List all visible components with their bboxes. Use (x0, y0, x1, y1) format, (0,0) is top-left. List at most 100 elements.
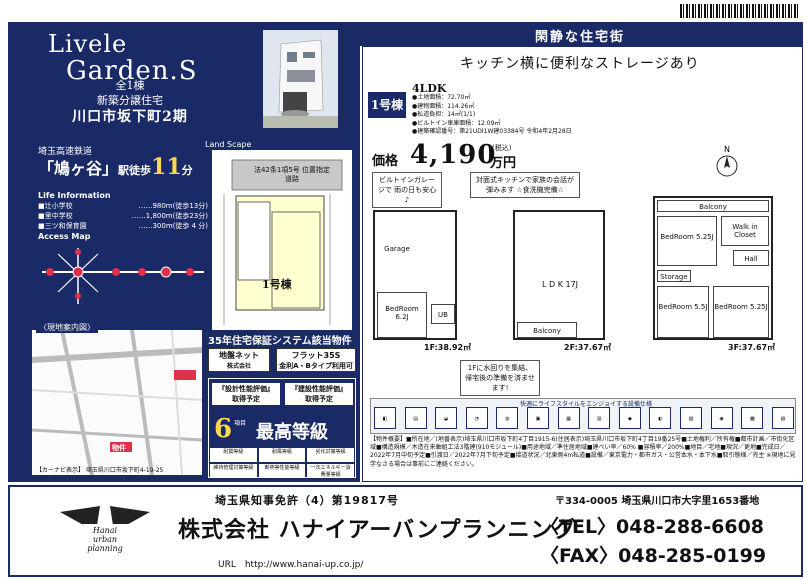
room-ldk: L D K 17J (541, 280, 579, 289)
life-info-list: ■辻小学校……980m(徒歩13分) ■里中学校……1,800m(徒歩23分) … (38, 201, 208, 231)
property-type: 新築分譲住宅 (97, 94, 163, 107)
floor-2-area: 2F:37.67㎡ (564, 343, 612, 352)
company-fax: 〈FAX〉048-285-0199 (540, 545, 767, 567)
brand-info: 全1棟 新築分譲住宅 川口市坂下町2期 (60, 78, 200, 125)
list-item: ●建築確認番号：第21UDI1W建03384号 令和4年2月28日 (412, 128, 572, 135)
layout-type: 4LDK (412, 82, 447, 95)
company-address: 〒334-0005 埼玉県川口市大字里1653番地 (555, 496, 760, 507)
room-balcony-2f: Balcony (517, 322, 577, 338)
station-walk: 「鳩ヶ谷」駅徒歩11分 (38, 154, 193, 180)
access-map (38, 244, 208, 308)
washbasin-icon: ◍ (496, 407, 519, 429)
performance-items: 耐震等級 耐風等級 劣化対策等級 維持管理対策等級 断熱等性能等級 一次エネルギ… (210, 448, 354, 478)
access-map-title: Access Map (38, 232, 91, 241)
railway-name: 埼玉高速鉄道 (38, 147, 93, 157)
property-details: 【物件概要】■所在地／(地番表示)埼玉県川口市坂下町4丁目1915-6(住居表示… (370, 436, 796, 468)
room-bedroom-1f: BedRoom 6.2J (377, 292, 427, 338)
tagline: 閑静な住宅街 (534, 30, 625, 45)
floor-1-plan: Garage BedRoom 6.2J UB (373, 210, 457, 340)
company-url[interactable]: URL http://www.hanai-up.co.jp/ (218, 560, 364, 570)
equipment-title: 快適にライフスタイルをエンジョイする設備仕様 (520, 401, 653, 408)
list-item: 一次エネルギー消費量等級 (307, 464, 354, 478)
lot-badge: 1号棟 (368, 92, 406, 118)
map-caption: 【カーナビ表示】 埼玉県川口市坂下町4-19-25 (36, 467, 164, 474)
kitchen-icon: ◧ (374, 407, 396, 429)
insulation-icon: ▨ (771, 407, 794, 429)
walk-prefix: 駅徒歩 (118, 164, 152, 177)
list-item: ■辻小学校……980m(徒歩13分) (38, 202, 208, 210)
room-garage: Garage (384, 245, 410, 253)
barcode (680, 4, 798, 18)
bath-icon: ◒ (435, 407, 458, 429)
catch-copy: キッチン横に便利なストレージあり (460, 56, 700, 72)
site-plan (212, 150, 352, 330)
list-item: 断熱等性能等級 (258, 464, 306, 478)
toilet-icon: ◔ (465, 407, 488, 429)
room-hall: Hall (733, 250, 769, 266)
list-item: ●土地面積：72.70㎡ (412, 94, 471, 101)
floor-2-plan: L D K 17J Balcony (513, 210, 605, 340)
floor-heating-icon: ▥ (588, 407, 611, 429)
dishwasher-icon: ▤ (404, 407, 427, 429)
brand-logo: Livele Garden.S (48, 30, 197, 90)
map-label: 〈現地案内図〉 (36, 322, 98, 333)
list-item: 耐風等級 (258, 448, 306, 462)
footer (8, 485, 803, 577)
walk-unit: 分 (181, 164, 193, 177)
gaiban-net-badge: 地盤ネット 株式会社 (208, 348, 270, 372)
six-items-label: 項目 (234, 420, 247, 427)
price-value: 4,190 (410, 140, 497, 170)
road-note: 法42条1項5号 位置指定道路 (253, 166, 331, 183)
list-item: 劣化対策等級 (307, 448, 354, 462)
warranty-title: 35年住宅保証システム該当物件 (208, 336, 352, 347)
shower-icon: ◐ (649, 407, 672, 429)
company-name: 株式会社 ハナイアーバンプランニング (178, 517, 577, 543)
intercom-icon: ▣ (527, 407, 550, 429)
price-label: 価格 (372, 154, 399, 169)
property-address: 川口市坂下町2期 (72, 109, 188, 125)
list-item: ●私道負担：14㎡(1/1) (412, 111, 476, 118)
build-performance-badge: 『建設性能評価』取得予定 (285, 383, 353, 405)
company-logo-text: Hanai urban planning (87, 526, 123, 553)
price-tax-note: (税込) (492, 144, 512, 152)
site-lot-label: 1号棟 (262, 278, 292, 291)
list-item: 耐震等級 (210, 448, 257, 462)
station-name: 「鳩ヶ谷」 (38, 159, 119, 178)
walk-minutes: 11 (151, 154, 182, 180)
map-marker: 物件 (112, 444, 126, 452)
logo-line2: Garden.S (66, 56, 198, 86)
units-count: 全1棟 (115, 79, 145, 92)
price-unit: 万円 (490, 156, 517, 171)
room-bedroom-3f-a: BedRoom 5.25J (657, 216, 717, 266)
life-info-title: Life Information (38, 191, 111, 200)
list-item: ■里中学校……1,800m(徒歩23分) (38, 212, 208, 220)
flat35-badge: フラット35S 金利A・Bタイプ利用可 (276, 348, 356, 372)
landscape-label: Land Scape (205, 140, 252, 149)
floor-1-area: 1F:38.92㎡ (424, 343, 472, 352)
spec-list: ●土地面積：72.70㎡ ●建物面積：114.26㎡ ●私道負担：14㎡(1/1… (412, 94, 572, 137)
garage-callout: ビルトインガレージで 雨の日も安心♪ (372, 172, 442, 208)
storage-icon: ▧ (680, 407, 703, 429)
window-icon: ▦ (557, 407, 580, 429)
north-compass-icon: N (712, 144, 742, 180)
room-wic: Walk in Closet (721, 216, 769, 246)
lock-icon: ◆ (618, 407, 641, 429)
kitchen-callout: 対面式キッチンで家族の会話が弾みます ☆食洗機完備☆ (470, 172, 580, 198)
svg-text:N: N (724, 145, 730, 154)
top-grade: 最高等級 (256, 422, 328, 443)
list-item: ●建物面積：114.26㎡ (412, 102, 475, 110)
list-item: 維持管理対策等級 (210, 464, 257, 478)
license-number: 埼玉県知事免許（4）第19817号 (215, 494, 399, 507)
design-performance-badge: 『設計性能評価』取得予定 (212, 383, 280, 405)
solar-icon: ▩ (741, 407, 764, 429)
floor-3-plan: Balcony BedRoom 5.25J Walk in Closet Sto… (653, 196, 773, 340)
storage-callout: 1Fに水回りを集結、 帰宅後の準備を済ませます! (460, 360, 540, 396)
room-bedroom-3f-b: BedRoom 5.5J (657, 286, 709, 338)
room-bedroom-3f-c: BedRoom 5.25J (713, 286, 769, 338)
company-tel[interactable]: 〈TEL〉048-288-6608 (540, 516, 765, 538)
list-item: ●ビルトイン車庫面積：12.09㎡ (412, 119, 501, 127)
led-icon: ◉ (710, 407, 733, 429)
room-balcony-3f: Balcony (657, 200, 769, 212)
room-ub: UB (431, 304, 455, 324)
location-map (31, 329, 203, 476)
